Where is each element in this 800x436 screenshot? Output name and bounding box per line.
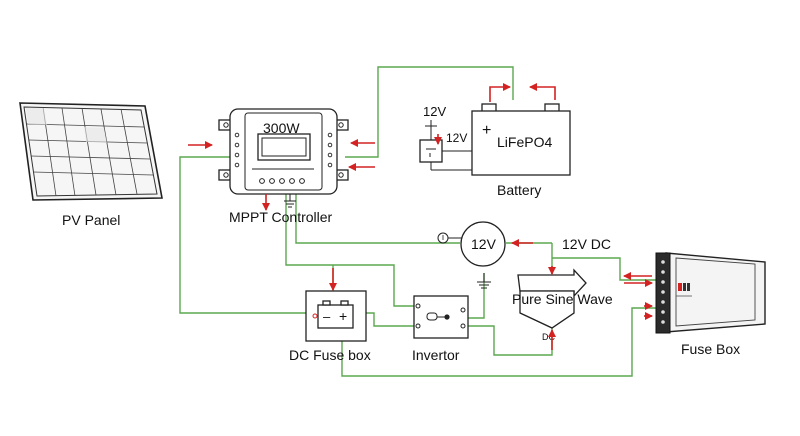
battery-label: Battery: [497, 182, 541, 198]
dc-fuse-box: [305, 290, 367, 342]
battery-type: LiFePO4: [497, 134, 552, 150]
pure-sine-wave-label: Pure Sine Wave: [512, 291, 613, 307]
fuse-box: [655, 252, 766, 334]
dc-fuse-box-label: DC Fuse box: [289, 347, 371, 363]
pv-panel-label: PV Panel: [62, 212, 120, 228]
mppt-rating: 300W: [263, 120, 300, 136]
dc-12v-label: 12V DC: [562, 236, 611, 252]
fuse-minus-sign: –: [323, 309, 331, 324]
load-12v: [437, 221, 506, 289]
invertor-label: Invertor: [412, 347, 460, 363]
load-12v-label: 12V: [471, 236, 497, 252]
mppt-controller: [218, 108, 349, 208]
battery-voltage-side: 12V: [446, 131, 467, 145]
fuse-plus-sign: +: [339, 308, 347, 324]
flow-arrows: [188, 83, 653, 350]
battery-plus-sign: +: [482, 122, 491, 139]
invertor: [413, 295, 469, 339]
fuse-box-label: Fuse Box: [681, 341, 740, 357]
pure-sine-wave: [517, 268, 587, 329]
dc-small-label: DC: [542, 332, 555, 342]
wires: [179, 66, 660, 377]
pv-panel: [19, 102, 163, 201]
battery: [419, 103, 571, 176]
battery-voltage-top: 12V: [423, 104, 446, 119]
mppt-controller-label: MPPT Controller: [229, 209, 333, 225]
